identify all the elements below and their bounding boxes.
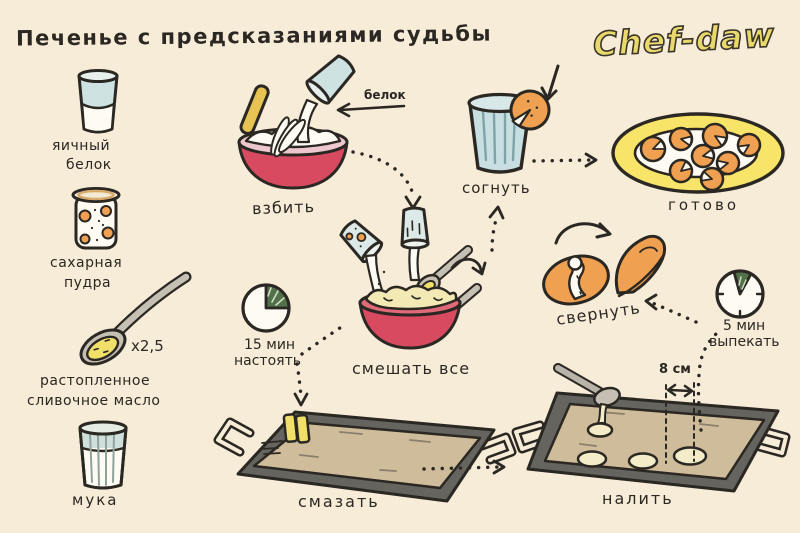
- pour-spacing-label: 8 см: [659, 362, 691, 377]
- ingredient-egg-white-line1: яичный: [52, 138, 111, 154]
- pour-tray-icon: [516, 368, 786, 491]
- rest-timer-icon: [243, 285, 289, 331]
- whisk-ingredient-note: белок: [364, 88, 406, 102]
- grease-tray-icon: [218, 412, 512, 501]
- egg-white-glass-icon: [79, 71, 117, 133]
- step-whisk-label: взбить: [251, 196, 316, 219]
- ingredient-flour-label: мука: [72, 491, 119, 509]
- step-mix-label: смешать все: [352, 359, 471, 378]
- bake-time: 5 мин: [723, 318, 766, 334]
- fold-cookies-icon: [538, 224, 665, 311]
- rest-time: 15 мин: [244, 337, 296, 353]
- ingredient-sugar-line2: пудра: [64, 275, 112, 291]
- step-pour-label: налить: [602, 489, 674, 508]
- ingredient-sugar-line1: сахарная: [50, 255, 123, 271]
- flour-glass-icon: [80, 422, 126, 488]
- page-title: Печенье с предсказаниями судьбы: [15, 21, 493, 51]
- done-plate-icon: [613, 114, 783, 193]
- step-grease-label: смазать: [298, 492, 380, 511]
- powdered-sugar-jar-icon: [73, 189, 119, 249]
- step-done-label: готово: [668, 196, 739, 214]
- bake-timer-icon: [717, 271, 763, 317]
- whisk-bowl-icon: [239, 51, 404, 188]
- melted-butter-spoon-icon: [75, 277, 186, 371]
- step-rest-label: настоять: [234, 353, 301, 369]
- flow-connectors: [297, 152, 716, 469]
- step-bend-label: согнуть: [462, 179, 531, 197]
- ingredient-egg-white-line2: белок: [66, 157, 112, 173]
- flow-arrowheads: [295, 154, 656, 473]
- mix-bowl-icon: [337, 208, 485, 348]
- bend-glass-icon: [469, 66, 558, 172]
- ingredient-butter-line2: сливочное масло: [27, 393, 161, 409]
- step-bake-label: выпекать: [709, 334, 780, 350]
- ingredient-butter-line1: растопленное: [40, 373, 151, 389]
- butter-quantity: х2,5: [131, 337, 164, 355]
